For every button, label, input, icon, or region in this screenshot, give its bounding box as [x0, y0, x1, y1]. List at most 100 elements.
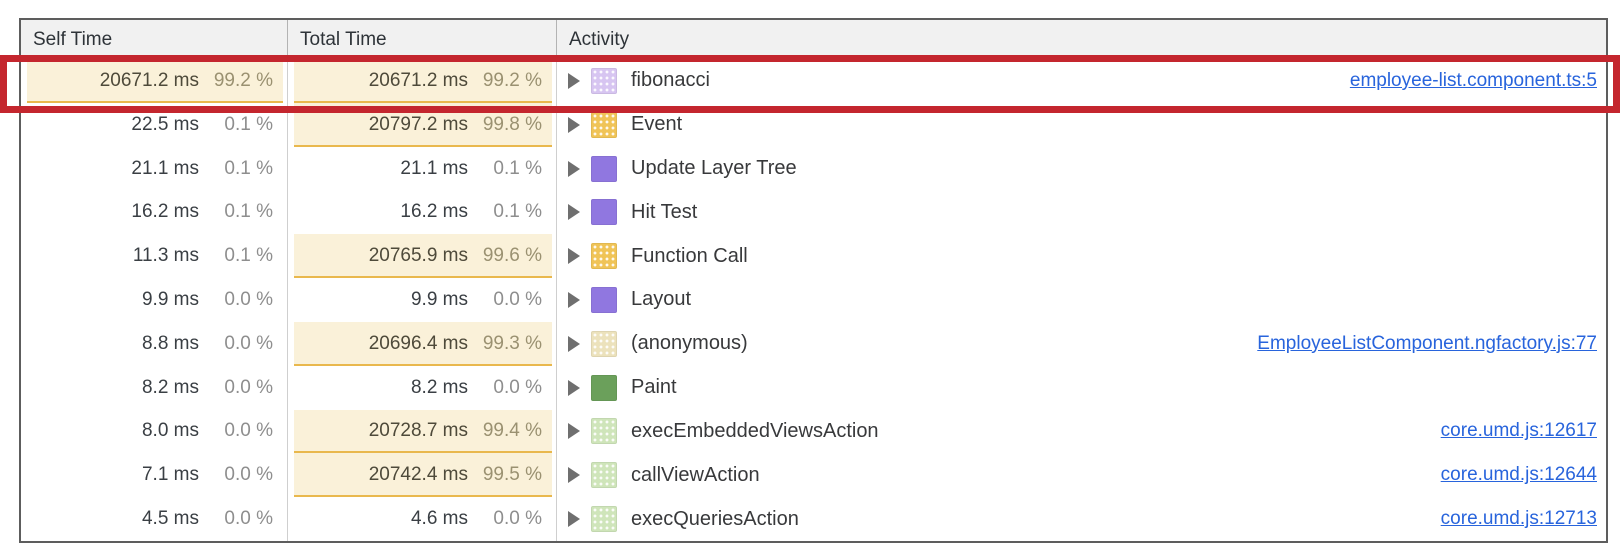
self-time-percent: 0.0 % — [224, 420, 273, 442]
column-header-total-time[interactable]: Total Time — [288, 20, 557, 59]
self-time-value: 11.3 ms — [132, 245, 199, 267]
table-row[interactable]: 21.1 ms 0.1 % 21.1 ms 0.1 % Update Layer T… — [21, 146, 1606, 191]
activity-label: Paint — [631, 376, 677, 399]
category-swatch — [591, 111, 617, 138]
activity-label: Hit Test — [631, 200, 698, 223]
total-time-value: 21.1 ms — [400, 157, 468, 179]
self-time-cell: 7.1 ms 0.0 % — [21, 453, 288, 498]
activity-cell: Paint — [557, 366, 1606, 410]
total-time-value: 20765.9 ms — [368, 245, 468, 267]
expand-arrow-icon[interactable] — [568, 511, 580, 528]
expand-arrow-icon[interactable] — [568, 116, 580, 133]
bottom-up-table: Self Time Total Time Activity 20671.2 ms… — [19, 18, 1608, 543]
column-header-label: Total Time — [300, 28, 387, 50]
total-time-percent: 99.5 % — [482, 464, 542, 486]
expand-arrow-icon[interactable] — [568, 423, 580, 440]
self-time-percent: 0.0 % — [224, 464, 273, 486]
category-swatch — [591, 506, 617, 533]
total-time-percent: 99.4 % — [482, 420, 542, 442]
total-time-cell: 9.9 ms 0.0 % — [288, 278, 557, 322]
self-time-cell: 21.1 ms 0.1 % — [21, 146, 288, 191]
total-time-percent: 0.0 % — [493, 508, 542, 530]
self-time-value: 8.2 ms — [141, 376, 199, 398]
self-time-value: 22.5 ms — [131, 113, 199, 135]
activity-cell: Event — [557, 103, 1606, 147]
table-header-row: Self Time Total Time Activity — [21, 20, 1606, 59]
total-time-cell: 4.6 ms 0.0 % — [288, 497, 557, 541]
self-time-value: 16.2 ms — [131, 201, 199, 223]
total-time-value: 20696.4 ms — [368, 332, 468, 354]
category-swatch — [591, 286, 617, 313]
category-swatch — [591, 243, 617, 270]
total-time-percent: 99.6 % — [482, 245, 542, 267]
category-swatch — [591, 374, 617, 401]
total-time-percent: 0.0 % — [493, 288, 542, 310]
activity-cell: execEmbeddedViewsAction core.umd.js:1261… — [557, 410, 1606, 454]
source-link[interactable]: EmployeeListComponent.ngfactory.js:77 — [1257, 332, 1597, 354]
source-link[interactable]: core.umd.js:12644 — [1440, 464, 1597, 486]
activity-label: Update Layer Tree — [631, 157, 797, 180]
self-time-value: 21.1 ms — [131, 157, 199, 179]
total-time-value: 20797.2 ms — [368, 113, 468, 135]
total-time-value: 16.2 ms — [400, 201, 468, 223]
column-header-activity[interactable]: Activity — [557, 20, 1606, 59]
source-link[interactable]: core.umd.js:12713 — [1440, 508, 1597, 530]
expand-arrow-icon[interactable] — [568, 204, 580, 221]
self-time-percent: 0.0 % — [224, 332, 273, 354]
self-time-value: 8.8 ms — [141, 332, 199, 354]
self-time-value: 4.5 ms — [141, 508, 199, 530]
expand-arrow-icon[interactable] — [568, 467, 580, 484]
source-link[interactable]: core.umd.js:12617 — [1440, 420, 1597, 442]
category-swatch — [591, 199, 617, 226]
total-time-value: 20728.7 ms — [368, 420, 468, 442]
expand-arrow-icon[interactable] — [568, 160, 580, 177]
self-time-value: 20671.2 ms — [99, 69, 199, 91]
column-header-self-time[interactable]: Self Time — [21, 20, 288, 59]
self-time-percent: 0.0 % — [224, 508, 273, 530]
self-time-value: 7.1 ms — [141, 464, 199, 486]
activity-cell: Update Layer Tree — [557, 147, 1606, 191]
self-time-cell: 8.8 ms 0.0 % — [21, 321, 288, 366]
activity-cell: (anonymous) EmployeeListComponent.ngfact… — [557, 322, 1606, 366]
total-time-percent: 99.2 % — [482, 69, 542, 91]
expand-arrow-icon[interactable] — [568, 72, 580, 89]
total-time-value: 4.6 ms — [410, 508, 468, 530]
self-time-percent: 0.1 % — [224, 113, 273, 135]
source-link[interactable]: employee-list.component.ts:5 — [1349, 69, 1597, 91]
total-time-value: 9.9 ms — [410, 288, 468, 310]
self-time-percent: 0.1 % — [224, 157, 273, 179]
self-time-cell: 22.5 ms 0.1 % — [21, 102, 288, 147]
total-time-cell: 20728.7 ms 99.4 % — [288, 409, 557, 454]
category-swatch — [591, 462, 617, 489]
expand-arrow-icon[interactable] — [568, 379, 580, 396]
expand-arrow-icon[interactable] — [568, 248, 580, 265]
activity-label: Event — [631, 113, 683, 136]
activity-cell: fibonacci employee-list.component.ts:5 — [557, 59, 1606, 103]
expand-arrow-icon[interactable] — [568, 335, 580, 352]
activity-cell: Hit Test — [557, 190, 1606, 234]
expand-arrow-icon[interactable] — [568, 291, 580, 308]
total-time-value: 8.2 ms — [410, 376, 468, 398]
self-time-percent: 0.0 % — [224, 288, 273, 310]
category-swatch — [591, 67, 617, 94]
